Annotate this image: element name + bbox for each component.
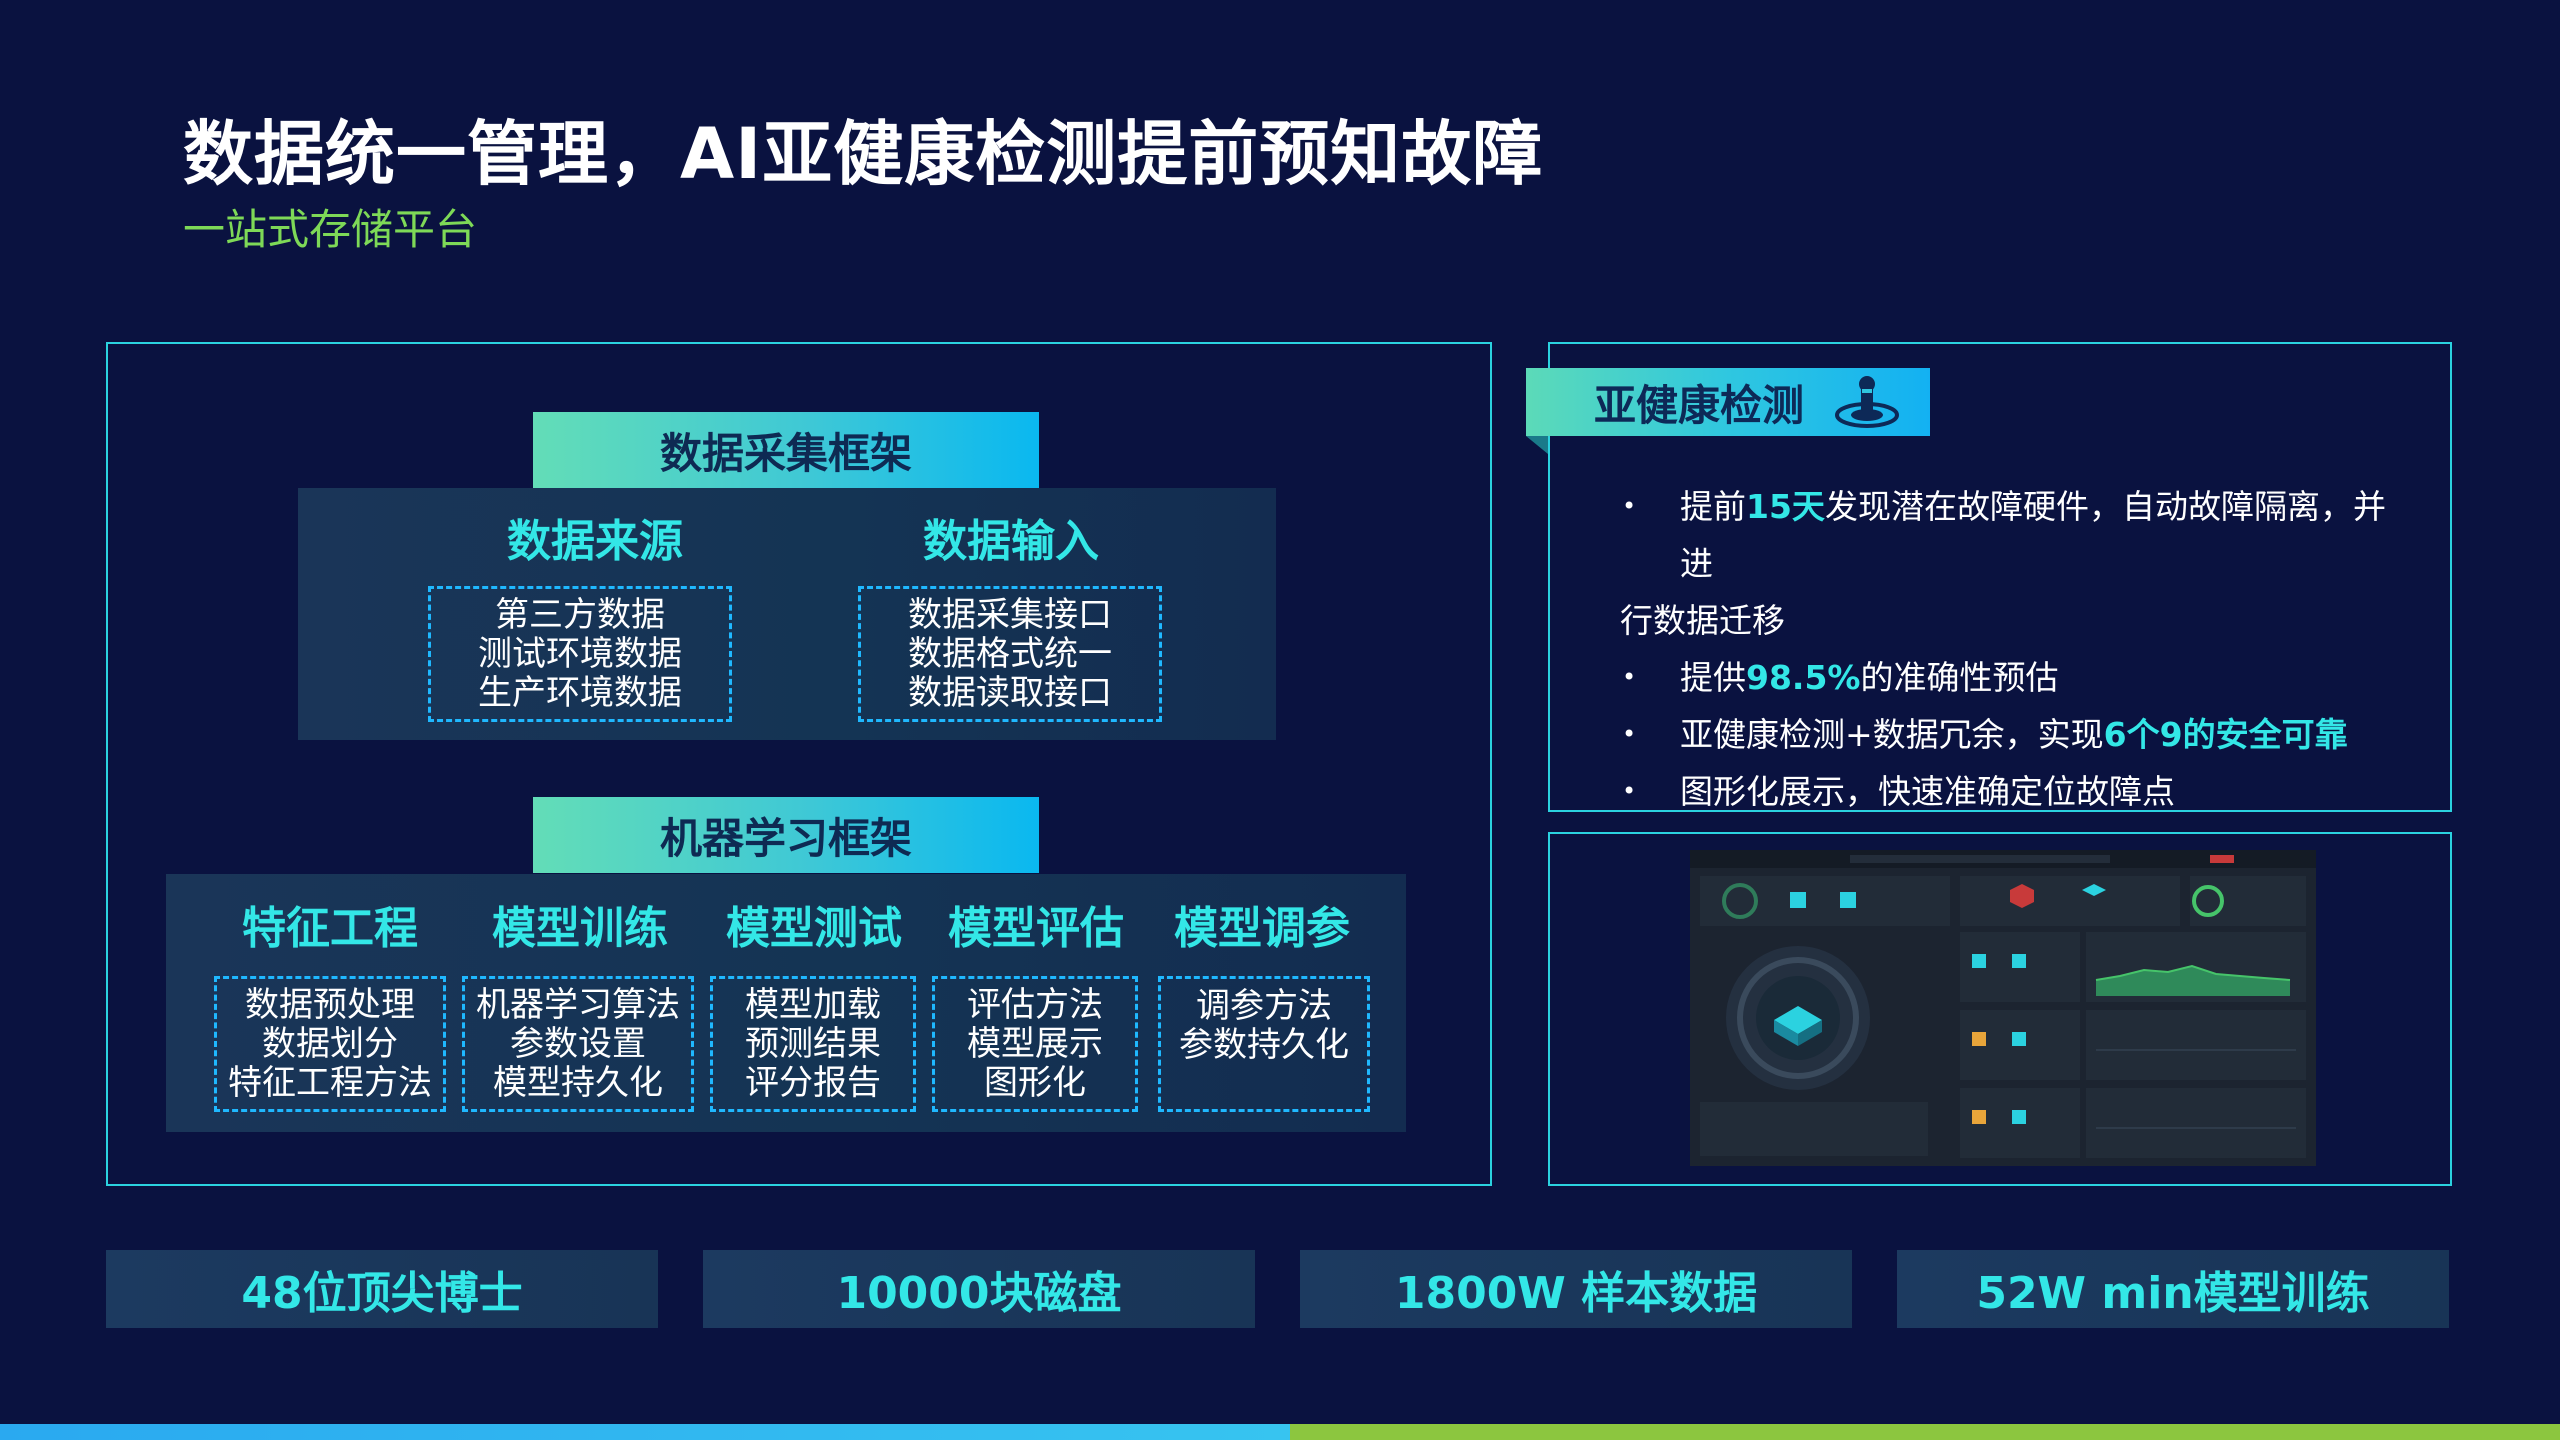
- bullet-item: •提前15天发现潜在故障硬件，自动故障隔离，并进: [1620, 478, 2410, 592]
- column-title-model-train: 模型训练: [492, 903, 668, 954]
- column-title-model-eval: 模型评估: [948, 903, 1124, 954]
- ml-framework-header: 机器学习框架: [533, 797, 1039, 873]
- list-item: 模型持久化: [493, 1062, 663, 1103]
- list-item: 模型加载: [745, 984, 881, 1025]
- model-train-box: 机器学习算法 参数设置 模型持久化: [462, 976, 694, 1112]
- data-collection-header: 数据采集框架: [533, 412, 1039, 488]
- list-item: 参数设置: [510, 1023, 646, 1064]
- feature-eng-box: 数据预处理 数据划分 特征工程方法: [214, 976, 446, 1112]
- bullet-dot: •: [1622, 663, 1637, 691]
- bullet-item: •提供98.5%的准确性预估: [1620, 649, 2410, 706]
- data-collection-block: [298, 488, 1276, 740]
- bottom-strip-blue: [0, 1424, 1290, 1440]
- stat-disks: 10000块磁盘: [703, 1250, 1255, 1328]
- column-title-model-tune: 模型调参: [1174, 903, 1350, 954]
- data-source-box: 第三方数据 测试环境数据 生产环境数据: [428, 586, 732, 722]
- page-subtitle: 一站式存储平台: [183, 205, 478, 254]
- tag-fold-decoration: [1526, 436, 1548, 454]
- list-item: 预测结果: [745, 1023, 881, 1064]
- bullet-dot: •: [1622, 720, 1637, 748]
- model-eval-box: 评估方法 模型展示 图形化: [932, 976, 1138, 1112]
- column-title-data-input: 数据输入: [923, 516, 1099, 567]
- column-title-data-source: 数据来源: [507, 516, 683, 567]
- list-item: 数据预处理: [245, 984, 415, 1025]
- framework-panel: [106, 342, 1492, 1186]
- list-item: 图形化: [984, 1062, 1086, 1103]
- page-title: 数据统一管理，AI亚健康检测提前预知故障: [183, 113, 1544, 195]
- list-item: 数据采集接口: [908, 594, 1112, 635]
- bullet-dot: •: [1622, 492, 1637, 520]
- stat-samples: 1800W 样本数据: [1300, 1250, 1852, 1328]
- health-bullets: •提前15天发现潜在故障硬件，自动故障隔离，并进 行数据迁移 •提供98.5%的…: [1620, 478, 2410, 820]
- ml-framework-block: [166, 874, 1406, 1132]
- dashboard-illustration: [1690, 850, 2316, 1166]
- list-item: 测试环境数据: [478, 633, 682, 674]
- dashboard-panel: [1548, 832, 2452, 1186]
- list-item: 模型展示: [967, 1023, 1103, 1064]
- health-check-icon: [1835, 376, 1899, 428]
- bullet-continuation: 行数据迁移: [1620, 601, 1785, 640]
- stat-phd: 48位顶尖博士: [106, 1250, 658, 1328]
- dashboard-screenshot: [1690, 850, 2316, 1166]
- data-input-box: 数据采集接口 数据格式统一 数据读取接口: [858, 586, 1162, 722]
- list-item: 机器学习算法: [476, 984, 680, 1025]
- bullet-dot: •: [1622, 777, 1637, 805]
- bullet-item: •亚健康检测+数据冗余，实现6个9的安全可靠: [1620, 706, 2410, 763]
- bullet-item: •图形化展示，快速准确定位故障点: [1620, 763, 2410, 820]
- list-item: 生产环境数据: [478, 672, 682, 713]
- model-test-box: 模型加载 预测结果 评分报告: [710, 976, 916, 1112]
- column-title-model-test: 模型测试: [726, 903, 902, 954]
- model-tune-box: 调参方法 参数持久化: [1158, 976, 1370, 1112]
- list-item: 数据划分: [262, 1023, 398, 1064]
- list-item: 数据格式统一: [908, 633, 1112, 674]
- column-title-feature-eng: 特征工程: [242, 903, 418, 954]
- bottom-strip-green: [1290, 1424, 2560, 1440]
- list-item: 评分报告: [745, 1062, 881, 1103]
- health-panel: [1548, 342, 2452, 812]
- list-item: 特征工程方法: [228, 1062, 432, 1103]
- stat-training: 52W min模型训练: [1897, 1250, 2449, 1328]
- list-item: 第三方数据: [495, 594, 665, 635]
- list-item: 参数持久化: [1179, 1025, 1349, 1065]
- list-item: 调参方法: [1196, 986, 1332, 1026]
- list-item: 评估方法: [967, 984, 1103, 1025]
- list-item: 数据读取接口: [908, 672, 1112, 713]
